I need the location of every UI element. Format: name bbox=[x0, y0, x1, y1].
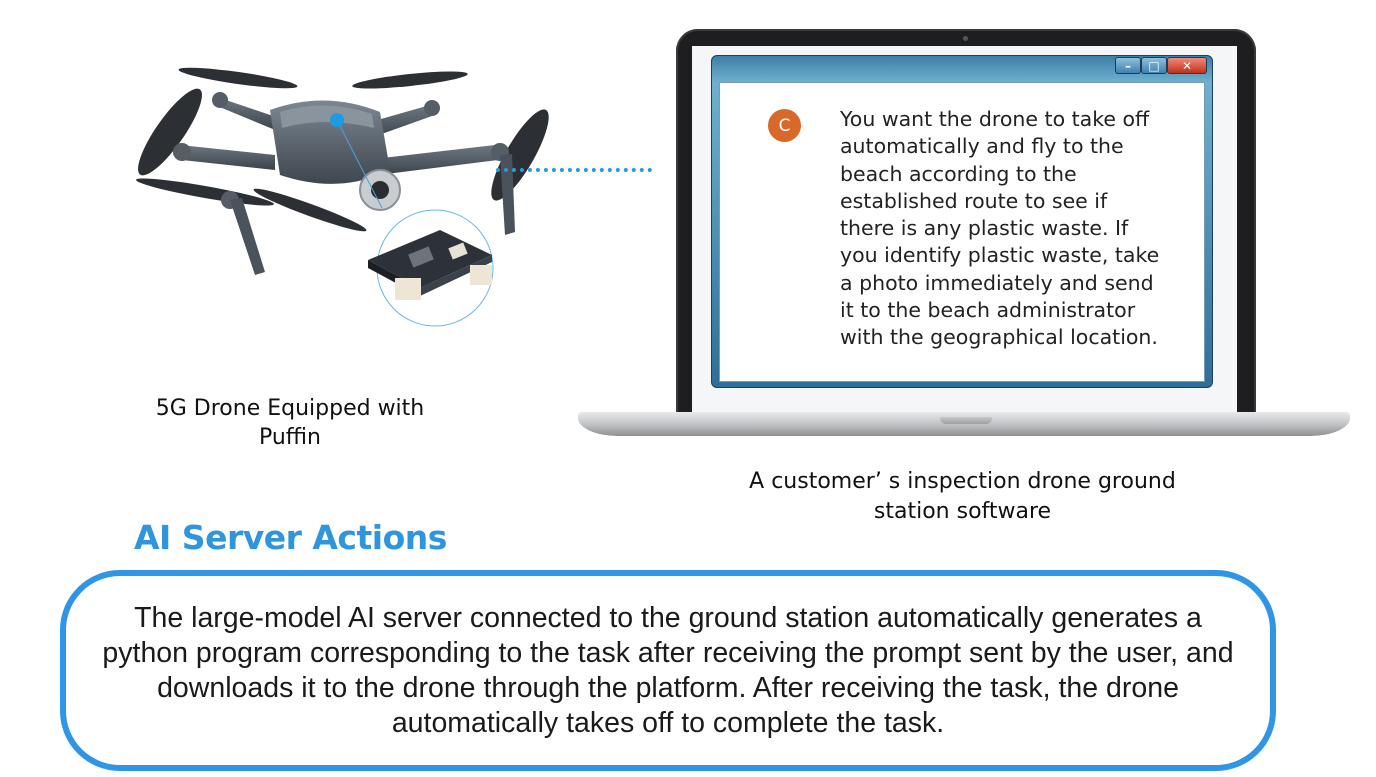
laptop-base bbox=[578, 412, 1350, 436]
user-badge: C bbox=[768, 109, 801, 142]
section-title: AI Server Actions bbox=[134, 518, 447, 557]
close-button[interactable]: ✕ bbox=[1167, 57, 1207, 74]
maximize-button[interactable]: □ bbox=[1141, 57, 1167, 74]
drone-caption-line1: 5G Drone Equipped with bbox=[155, 396, 425, 421]
ground-station-caption-line2: station software bbox=[873, 499, 1052, 524]
drone-illustration bbox=[110, 50, 549, 340]
dotted-connector bbox=[496, 168, 652, 172]
drone-caption: 5G Drone Equipped with Puffin bbox=[115, 394, 465, 452]
drone-caption-line2: Puffin bbox=[258, 425, 322, 450]
puffin-module-icon bbox=[368, 230, 492, 300]
ground-station-caption: A customer’ s inspection drone ground st… bbox=[690, 467, 1235, 527]
ai-action-box bbox=[60, 570, 1276, 771]
prompt-text: You want the drone to take off automatic… bbox=[840, 107, 1160, 350]
ground-station-caption-line1: A customer’ s inspection drone ground bbox=[749, 469, 1176, 494]
ai-action-description: The large-model AI server connected to t… bbox=[102, 602, 1234, 739]
minimize-button[interactable]: – bbox=[1115, 57, 1141, 74]
drone-icon bbox=[136, 67, 549, 327]
window-client-area bbox=[719, 82, 1205, 382]
laptop-notch bbox=[940, 417, 992, 424]
laptop-camera bbox=[963, 36, 968, 41]
